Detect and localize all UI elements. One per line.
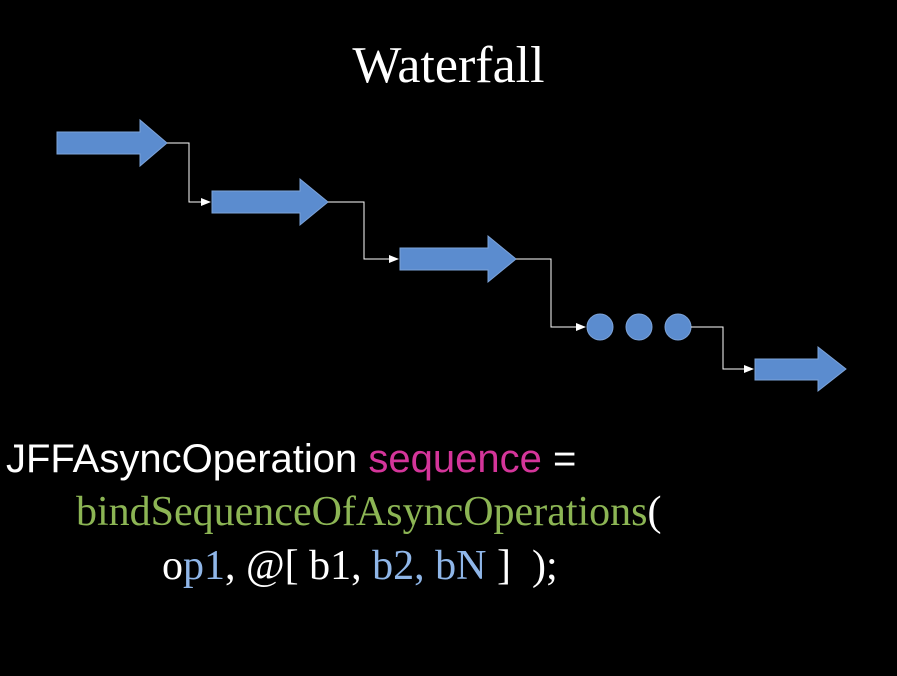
block-arrow-step-2 bbox=[211, 177, 329, 227]
connector-3-to-dots bbox=[516, 258, 586, 331]
code-line-2: bindSequenceOfAsyncOperations( bbox=[76, 485, 662, 539]
arg-op1-p1: p1 bbox=[183, 543, 225, 589]
code-line-3: op1, @[ b1, b2, bN ] ); bbox=[162, 539, 558, 593]
array-close: ] ); bbox=[486, 543, 558, 589]
waterfall-diagram bbox=[56, 118, 847, 393]
space bbox=[357, 437, 368, 481]
connector-dots-to-n bbox=[691, 326, 754, 373]
assign-operator: = bbox=[541, 437, 577, 481]
connector-1-to-2 bbox=[167, 142, 211, 206]
code-line-1: JFFAsyncOperation sequence = bbox=[6, 432, 576, 486]
ellipsis-dot-1 bbox=[586, 313, 614, 341]
ellipsis-dot-3 bbox=[664, 313, 692, 341]
open-paren: ( bbox=[647, 489, 662, 535]
array-open: @[ b1, bbox=[235, 543, 373, 589]
arg-op1-o: o bbox=[162, 543, 183, 589]
arg-bn: bN bbox=[435, 543, 487, 589]
type-name: JFFAsyncOperation bbox=[6, 437, 358, 481]
block-arrow-step-3 bbox=[399, 234, 517, 284]
slide-title: Waterfall bbox=[352, 37, 545, 94]
connector-2-to-3 bbox=[328, 201, 399, 263]
ellipsis-dot-2 bbox=[625, 313, 653, 341]
variable-name: sequence bbox=[368, 437, 542, 481]
space bbox=[425, 543, 436, 589]
comma: , bbox=[225, 543, 236, 589]
block-arrow-step-n bbox=[754, 345, 847, 393]
block-arrow-step-1 bbox=[56, 118, 168, 168]
arg-b2: b2, bbox=[372, 543, 425, 589]
function-name: bindSequenceOfAsyncOperations bbox=[76, 489, 648, 535]
